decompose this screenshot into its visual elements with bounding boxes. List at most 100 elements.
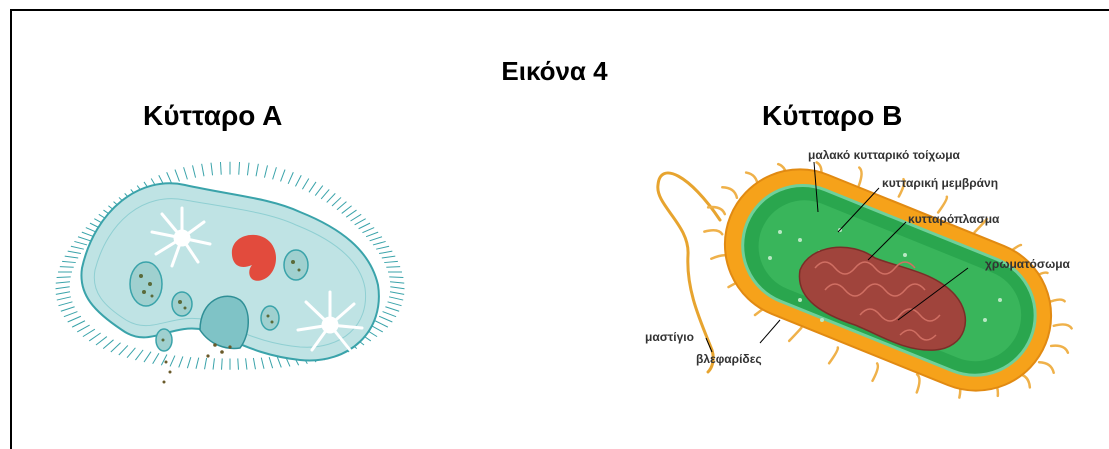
cilium: [78, 237, 90, 241]
cilium: [370, 237, 382, 241]
cilium: [386, 267, 400, 268]
pilus: [722, 187, 737, 198]
cilium: [71, 246, 84, 249]
label-chromosome: χρωματόσωμα: [985, 257, 1105, 271]
pilus: [789, 328, 801, 341]
pilus: [1054, 324, 1072, 328]
cilium: [385, 307, 399, 312]
cilium: [389, 277, 403, 278]
cilium: [135, 350, 143, 360]
cilium: [376, 246, 389, 249]
cilium: [390, 282, 404, 283]
cilium: [89, 333, 100, 341]
cilium: [153, 353, 159, 364]
cilium: [355, 219, 366, 225]
cilium: [359, 223, 370, 229]
cilium: [111, 343, 121, 352]
pilus: [1051, 346, 1068, 353]
cilium: [239, 162, 240, 175]
cilium: [144, 352, 151, 362]
cilium: [373, 241, 386, 245]
cilium: [57, 277, 71, 278]
bacterium-illustration: [658, 147, 1074, 413]
cilium: [205, 358, 207, 369]
cilium: [277, 356, 281, 367]
cilium: [220, 162, 221, 175]
cilium: [222, 358, 223, 369]
cilium: [175, 170, 179, 182]
pilus: [704, 230, 722, 234]
cilium: [65, 256, 78, 258]
cilium: [57, 297, 71, 300]
cilium: [202, 164, 204, 176]
cilium: [74, 241, 87, 245]
cilium: [83, 329, 95, 336]
cilium: [362, 228, 374, 233]
label-flagellum: μαστίγιο: [645, 330, 694, 344]
cilium: [351, 214, 362, 221]
cilium: [179, 356, 183, 367]
cilium: [382, 256, 395, 258]
cilium: [119, 345, 128, 355]
cilium: [56, 282, 70, 283]
cilium: [127, 348, 135, 358]
cilium: [60, 267, 74, 268]
cilium: [170, 356, 175, 367]
cilium: [96, 337, 107, 345]
cilium: [82, 232, 94, 237]
cilium: [366, 232, 378, 237]
cilium: [68, 251, 81, 253]
cilium: [390, 287, 404, 289]
pilus: [938, 197, 947, 213]
cilium: [72, 321, 85, 327]
cilium: [64, 312, 78, 317]
cilium: [58, 302, 72, 306]
cilium: [346, 210, 356, 217]
label-cilia: βλεφαρίδες: [696, 352, 762, 366]
pilus: [872, 363, 877, 380]
cilium: [309, 182, 316, 192]
cilium: [390, 292, 404, 295]
label-soft-cell-wall: μαλακό κυτταρικό τοίχωμα: [808, 148, 960, 162]
cilium: [77, 325, 89, 332]
cilium: [388, 302, 402, 306]
cilium: [379, 316, 392, 322]
cilium: [213, 358, 214, 369]
cilium: [261, 358, 264, 369]
pilus: [917, 374, 920, 392]
cilium: [321, 189, 329, 199]
cilium: [295, 175, 301, 186]
cilium: [379, 251, 392, 253]
cilium: [253, 358, 255, 369]
cilium: [256, 164, 258, 176]
cilium: [273, 167, 277, 179]
cilium: [103, 340, 113, 349]
cilium: [238, 358, 239, 369]
label-cytoplasm: κυτταρόπλασμα: [908, 212, 999, 226]
cilium: [384, 261, 398, 262]
cilium: [342, 206, 352, 214]
cilium: [211, 163, 213, 176]
cilium: [56, 292, 70, 295]
label-cell-membrane: κυτταρική μεμβράνη: [882, 176, 998, 190]
cilium: [61, 307, 75, 312]
cilium: [337, 202, 346, 210]
cilium: [302, 178, 308, 189]
cilium: [375, 321, 388, 327]
cilium: [281, 170, 285, 182]
cilium: [68, 316, 81, 322]
cilium: [161, 354, 167, 365]
cilium: [269, 357, 272, 368]
cilium: [247, 163, 249, 176]
cilium: [62, 261, 76, 262]
cilium: [196, 358, 199, 369]
cilium: [167, 172, 172, 184]
paramecium-illustration: [55, 162, 404, 384]
cilium: [264, 165, 267, 177]
cilium: [332, 197, 341, 206]
cilium: [193, 165, 196, 177]
pilus: [859, 168, 862, 186]
cilium: [389, 297, 403, 300]
pilus: [829, 348, 838, 364]
cilium: [246, 358, 247, 369]
